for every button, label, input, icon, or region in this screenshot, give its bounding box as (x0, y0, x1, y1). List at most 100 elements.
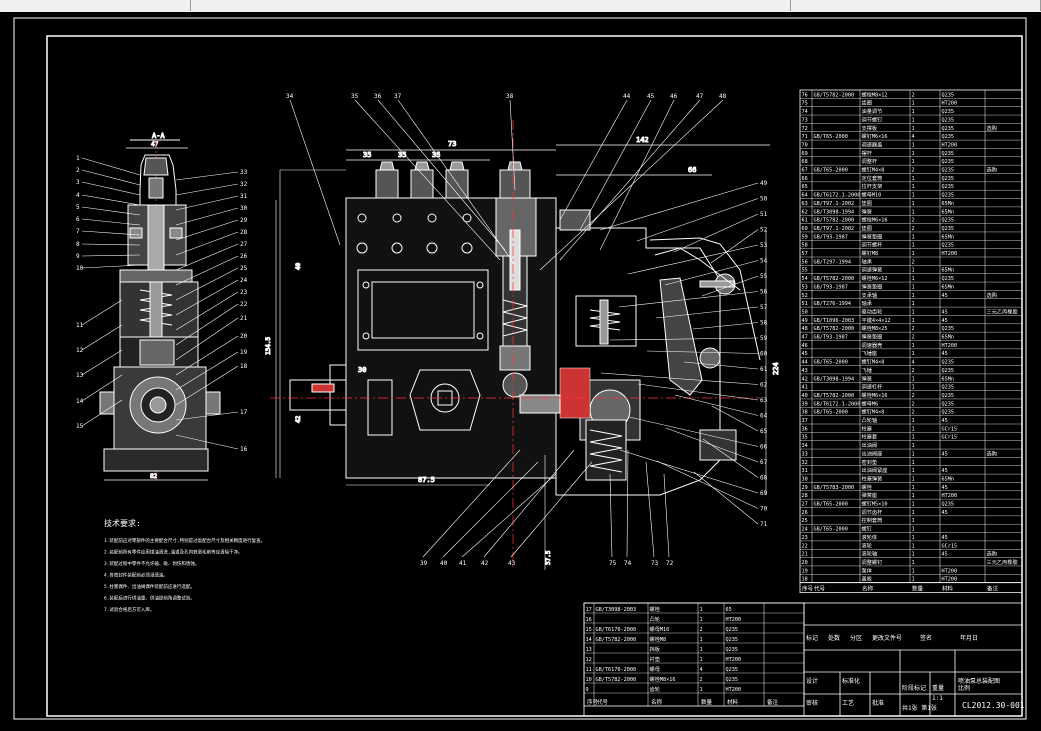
tech-requirement-line: 1.装配前应对零部件的主要配合尺寸,特别是过盈配合尺寸及相关精度进行复查。 (104, 537, 265, 544)
callout-label: 67 (760, 459, 768, 466)
table-cell: 2 (912, 168, 915, 174)
table-cell: GB/T93-1987 (814, 284, 848, 290)
table-cell: 1 (912, 443, 915, 449)
label-design: 设计 (806, 677, 818, 685)
table-cell: 73 (802, 117, 808, 123)
table-cell: 调速杠杆 (862, 383, 883, 391)
table-cell: Q235 (942, 92, 955, 98)
table-cell: 柱塞弹簧 (862, 474, 883, 482)
table-cell: 11 (586, 667, 592, 673)
label-process: 工艺 (842, 699, 854, 707)
table-cell: 1 (912, 351, 915, 357)
callout-label: 42 (481, 560, 489, 567)
table-cell: 59 (802, 234, 808, 240)
table-cell: 37 (802, 418, 808, 424)
table-cell: GB/T65-2000 (814, 360, 848, 366)
table-cell: 1 (912, 510, 915, 516)
table-cell: 45 (942, 418, 948, 424)
table-cell: 19 (802, 568, 808, 574)
table-cell: 65Mn (942, 284, 955, 290)
callout-label: 17 (240, 409, 248, 416)
table-header-cell: 序号 (587, 698, 599, 706)
tech-requirements: 技术要求: 1.装配前应对零部件的主要配合尺寸,特别是过盈配合尺寸及相关精度进行… (104, 518, 265, 613)
table-cell: 1 (912, 301, 915, 307)
callout-label: 15 (76, 423, 84, 430)
table-cell: 飞锤 (862, 366, 872, 374)
table-cell: 18 (802, 577, 808, 583)
table-cell: GB/T5782-2000 (814, 276, 855, 282)
callout-label: 31 (240, 193, 248, 200)
table-cell: 1 (912, 318, 915, 324)
callout-label: 37 (394, 93, 402, 100)
table-cell: 柱塞套 (862, 433, 878, 441)
table-cell: 65 (802, 184, 808, 190)
callout-label: 75 (609, 560, 617, 567)
table-cell: 12 (586, 657, 592, 663)
table-cell: 45 (942, 318, 948, 324)
table-cell: GB/T65-2000 (814, 527, 848, 533)
table-cell: 1 (700, 657, 703, 663)
table-cell: 垫圈 (862, 224, 872, 232)
table-cell: HT200 (726, 657, 742, 663)
table-cell: 螺钉M4×8 (862, 166, 885, 174)
table-cell: 齿轮 (650, 685, 660, 693)
table-cell: Q235 (942, 109, 955, 115)
table-cell: Q235 (942, 193, 955, 199)
table-cell: 1 (912, 126, 915, 132)
table-cell: GCr15 (942, 435, 958, 441)
table-cell: 2 (912, 368, 915, 374)
table-cell: GB/T3098-1994 (814, 209, 855, 215)
table-cell: Q235 (726, 647, 739, 653)
table-cell: 轴承 (862, 257, 873, 265)
table-cell: 1 (912, 293, 915, 299)
table-cell: 螺栓M6×16 (862, 391, 888, 399)
table-cell: 41 (802, 385, 808, 391)
table-cell: 48 (802, 326, 808, 332)
toolbar-segment (190, 0, 791, 11)
dim-30: 30 (358, 366, 366, 374)
table-cell: 凸轮轴 (862, 416, 878, 424)
table-cell: 45 (942, 468, 948, 474)
table-cell: 51 (802, 301, 808, 307)
section-label: A-A (152, 132, 165, 140)
tech-requirement-line: 4.各密封件装配前必须浸透油。 (104, 572, 168, 579)
callout-label: 55 (760, 273, 768, 280)
table-cell: 66 (802, 176, 808, 182)
table-cell: 44 (802, 360, 808, 366)
tech-title: 技术要求: (104, 518, 141, 528)
table-cell: 1 (700, 647, 703, 653)
table-cell: 螺钉M4×8 (862, 358, 885, 366)
table-cell: 1 (912, 109, 915, 115)
table-cell: 22 (802, 543, 808, 549)
table-cell: 1 (912, 385, 915, 391)
table-header-cell: 代号 (814, 585, 826, 593)
table-cell: 齿圈 (862, 100, 872, 107)
table-cell: 15 (586, 627, 592, 633)
table-cell: 平键4×4×12 (862, 316, 891, 324)
dim-37-5: 37.5 (545, 550, 552, 565)
table-cell: 滚轮轴 (862, 550, 878, 558)
table-cell: 4 (912, 360, 915, 366)
table-cell: 1 (912, 234, 915, 240)
callout-label: 43 (508, 560, 516, 567)
table-cell: 凸轮 (650, 615, 660, 623)
table-cell: 1 (912, 142, 915, 148)
table-cell: 螺栓M8×16 (650, 675, 676, 683)
table-cell: 泵体 (862, 566, 873, 574)
callout-label: 24 (240, 277, 248, 284)
table-cell: 55 (802, 268, 808, 274)
table-cell: 65Mn (942, 335, 955, 341)
table-cell: GB/T6172.1-2000 (814, 401, 861, 407)
table-header-cell: 材料 (942, 585, 954, 593)
table-cell: GB/T5782-2000 (814, 393, 855, 399)
callout-label: 59 (760, 335, 768, 342)
callout-label: 26 (240, 253, 248, 260)
table-cell: GB/T5782-2000 (814, 92, 855, 98)
table-cell: 14 (586, 637, 592, 643)
table-cell: 65Mn (942, 209, 955, 215)
callout-label: 64 (760, 413, 768, 420)
